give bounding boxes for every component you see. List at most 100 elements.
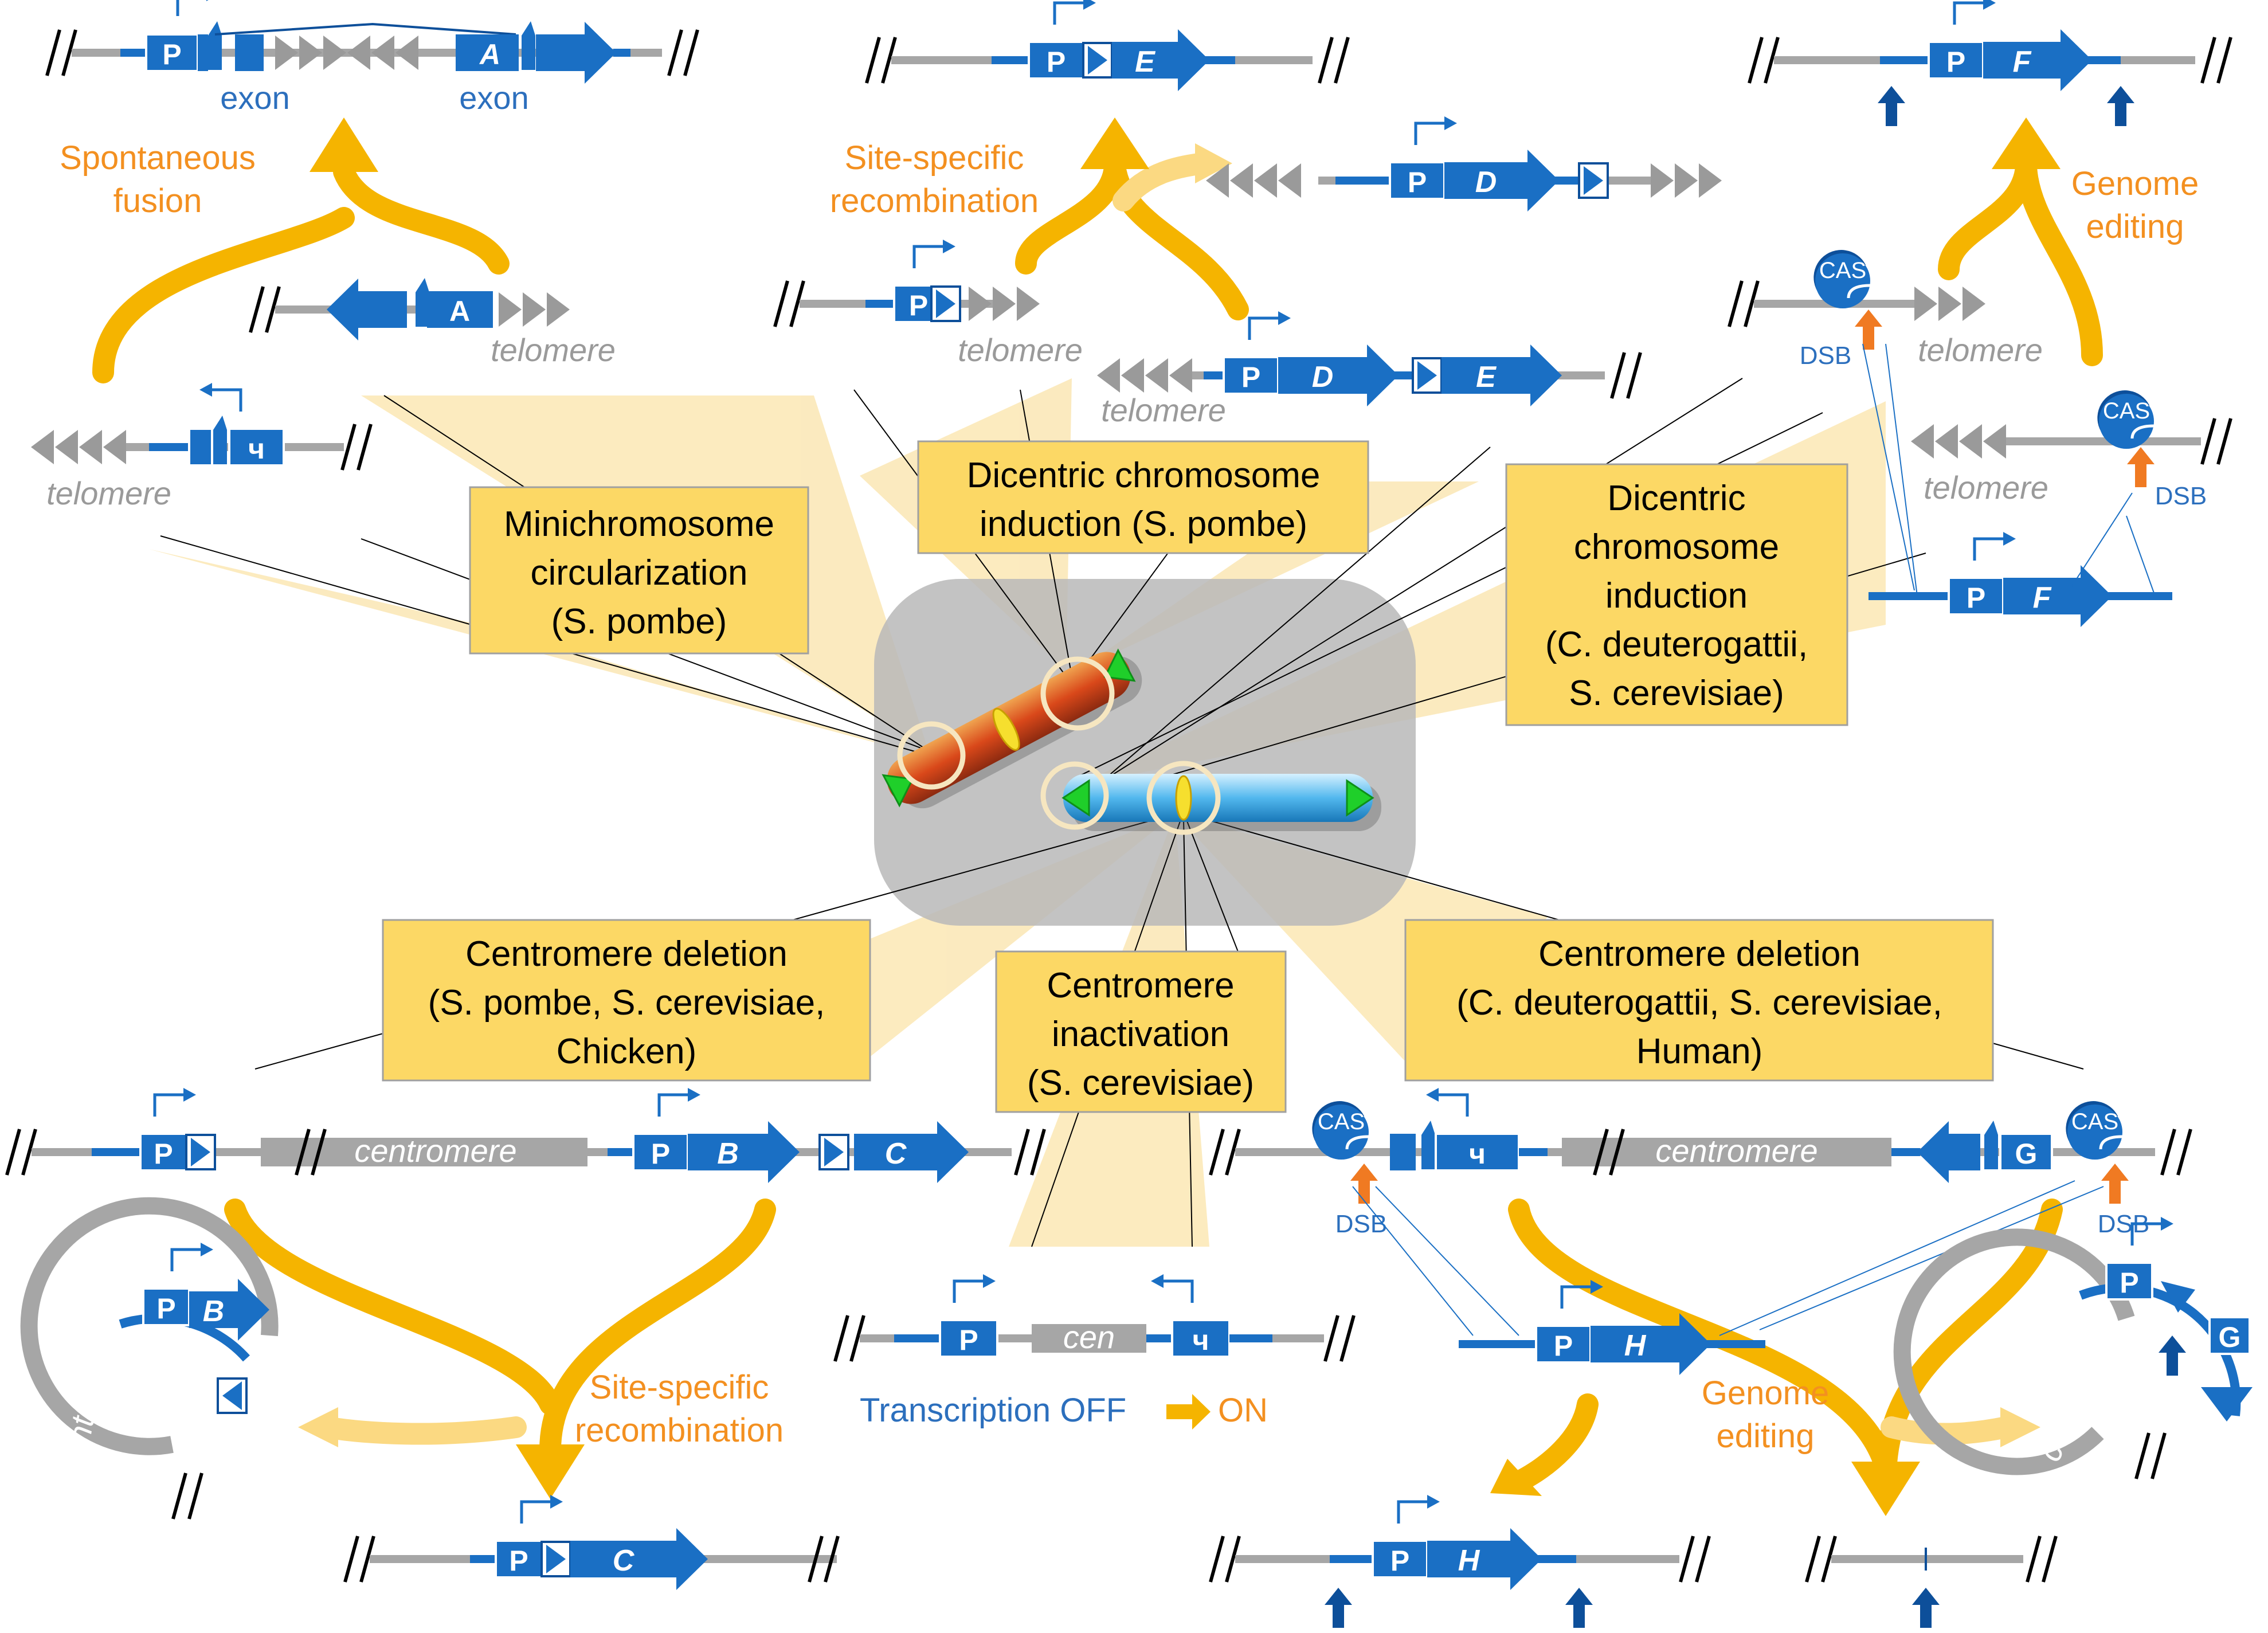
recombination-site-triangle <box>191 1138 210 1166</box>
promoter-box <box>1948 577 2004 616</box>
promoter-label: P <box>1390 1545 1409 1577</box>
exon-block <box>188 428 213 467</box>
gene-label: E <box>1135 45 1155 79</box>
break-mark <box>1225 1536 1241 1583</box>
genome-editing-bottom-line-1: Genome <box>1702 1374 1829 1412</box>
promoter-box <box>142 1287 190 1326</box>
exon-block <box>456 34 519 71</box>
recombination-site-triangle <box>1584 166 1603 195</box>
promoter-box <box>632 1133 689 1172</box>
transcription-start-arrow <box>212 388 242 412</box>
break-mark <box>61 29 77 76</box>
transcription-start-arrowhead <box>2161 1217 2173 1231</box>
splice-peak <box>213 416 227 464</box>
cas-guide <box>2130 424 2155 439</box>
cas-guide <box>1345 1135 1369 1150</box>
break-mark <box>343 1536 359 1583</box>
highlight-circles <box>897 656 1221 835</box>
exon-label-right: exon <box>459 80 528 116</box>
homology-line <box>2069 492 2133 591</box>
cas-label: CAS <box>1819 258 1866 283</box>
recombination-site-triangle <box>936 289 955 318</box>
cas-body <box>1314 1105 1369 1160</box>
centromere-circle-label: centromere <box>54 1314 118 1480</box>
box-dicentric-other-line-5: S. cerevisiae) <box>1569 673 1784 713</box>
break-mark <box>1334 37 1350 84</box>
exon-block <box>235 34 264 71</box>
break-mark <box>773 280 789 327</box>
telomere-repeat <box>499 292 522 327</box>
telomere-repeat <box>1121 358 1144 393</box>
break-mark <box>1593 1129 1609 1176</box>
break-mark <box>5 1129 21 1176</box>
telomere-repeat <box>1145 358 1168 393</box>
break-mark <box>667 29 683 76</box>
telomere-repeat <box>395 36 418 70</box>
cas-label: CAS <box>2071 1109 2118 1134</box>
gene-flank <box>1335 177 1393 185</box>
promoter-box <box>2105 1262 2153 1301</box>
break-mark <box>865 37 881 84</box>
promoter-label: P <box>162 38 181 71</box>
gene-flank <box>1229 1334 1272 1342</box>
splice-peak <box>208 21 222 70</box>
label-box-cen-del-right: Centromere deletion (C. deuterogattii, S… <box>1404 919 1994 1082</box>
gene-label: B <box>203 1295 225 1328</box>
dsb-arrow <box>1855 310 1882 350</box>
transcription-start-arrow <box>176 0 179 16</box>
break-mark <box>295 1129 311 1176</box>
gene-label: D <box>1312 361 1334 394</box>
telomere-repeat <box>1230 163 1253 198</box>
dsb-label: DSB <box>1800 342 1851 370</box>
box-cen-inactivation-line-2: inactivation <box>1052 1015 1229 1054</box>
break-mark <box>1209 1536 1225 1583</box>
cas-guide <box>1847 284 1871 299</box>
gene-label: B <box>717 1137 739 1170</box>
splice-peak <box>1421 1121 1435 1169</box>
break-mark <box>1339 1315 1356 1362</box>
transcription-off-label: Transcription OFF <box>860 1392 1126 1429</box>
gene-label: A <box>449 295 470 327</box>
promoter-box <box>1928 41 1984 80</box>
break-mark <box>2216 418 2232 465</box>
minichromosome-circle <box>20 1197 279 1455</box>
gene-flank <box>1880 56 1932 64</box>
homology-line <box>1759 1186 2104 1330</box>
transcription-start-arrowhead <box>550 1495 563 1509</box>
dsb-arrow <box>2127 447 2155 487</box>
break-mark <box>789 280 805 327</box>
exon-label-left: exon <box>220 80 289 116</box>
spontaneous-fusion-line-1: Spontaneous <box>60 139 256 177</box>
transcription-start-arrowhead <box>1444 116 1457 130</box>
exon-block <box>198 34 208 71</box>
dsb-label: DSB <box>1335 1210 1387 1238</box>
telomere-repeat <box>371 36 394 70</box>
dsb-arrow <box>2101 1164 2129 1204</box>
break-mark <box>21 1129 37 1176</box>
transcription-start-arrowhead <box>199 383 212 397</box>
transcription-start-arrowhead <box>1278 311 1291 325</box>
recombination-site-triangle <box>546 1545 566 1573</box>
transcription-start-arrowhead <box>943 240 955 253</box>
transcription-start-arrow <box>953 1279 983 1303</box>
promoter-label: ч <box>248 433 265 465</box>
break-mark <box>2042 1536 2058 1583</box>
break-mark <box>1610 352 1626 399</box>
off-on-arrow <box>1166 1394 1211 1430</box>
transcription-start-arrowhead <box>688 1088 700 1102</box>
cas-label: CAS <box>1318 1109 1365 1134</box>
break-mark <box>2200 37 2216 84</box>
gene-flank <box>120 49 149 57</box>
transcription-start-arrow <box>153 1093 183 1117</box>
telomere-repeat <box>523 292 546 327</box>
gene-flank <box>1204 371 1227 379</box>
transcription-start-arrow <box>1248 316 1278 340</box>
transcription-start-arrow <box>1973 537 2003 561</box>
centromere-label: centromere <box>354 1133 516 1169</box>
gene-label: E <box>1476 361 1497 394</box>
box-minichromosome-line-2: circularization <box>530 553 747 593</box>
break-mark <box>1014 1129 1030 1176</box>
